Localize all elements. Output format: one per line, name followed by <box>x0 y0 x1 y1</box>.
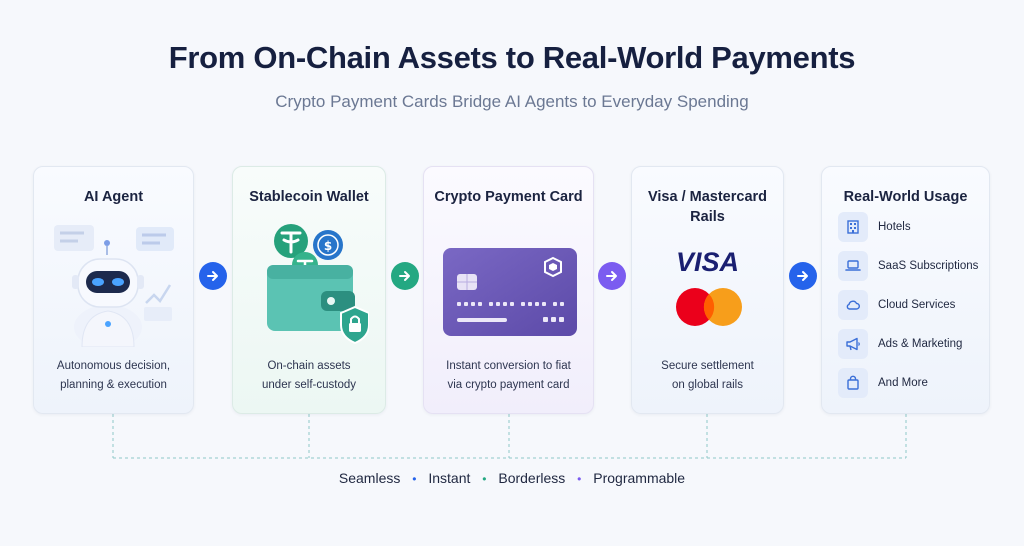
wallet-icon: $ <box>267 224 369 345</box>
cloud-icon <box>838 290 868 320</box>
svg-text:$: $ <box>324 239 332 253</box>
page-subtitle: Crypto Payment Cards Bridge AI Agents to… <box>275 92 749 111</box>
arrow-right-icon <box>789 262 817 290</box>
laptop-icon <box>838 251 868 281</box>
usage-item-saas: SaaS Subscriptions <box>838 251 978 281</box>
megaphone-icon <box>838 329 868 359</box>
usage-label: Hotels <box>878 221 911 233</box>
usage-item-hotels: Hotels <box>838 212 911 242</box>
step-title: AI Agent <box>83 189 144 205</box>
dot-separator-icon: • <box>412 472 417 486</box>
step-card-stablecoin-wallet: Stablecoin Wallet $ On-chain assets unde… <box>232 166 386 414</box>
step-card-ai-agent: AI Agent Autonomous decision, planning &… <box>33 166 194 414</box>
tagline-item: Instant <box>428 470 471 486</box>
robot-icon <box>54 225 174 347</box>
step-description: Autonomous decision, planning & executio… <box>56 360 171 391</box>
usage-label: Cloud Services <box>878 299 956 311</box>
tagline-item: Seamless <box>338 470 401 486</box>
payment-card-icon <box>443 248 577 336</box>
footer-tagline: Seamless • Instant • Borderless • Progra… <box>0 470 1024 486</box>
usage-item-cloud: Cloud Services <box>838 290 955 320</box>
dot-separator-icon: • <box>577 472 582 486</box>
tagline-item: Borderless <box>498 470 566 486</box>
step-card-card-rails: Visa / Mastercard Rails VISA Secure sett… <box>631 166 784 414</box>
step-description: On-chain assets under self-custody <box>262 360 356 391</box>
usage-label: And More <box>878 377 928 389</box>
step-title: Visa / Mastercard Rails <box>647 189 768 225</box>
step-card-crypto-payment-card: Crypto Payment Card Instant conversion t… <box>423 166 594 414</box>
usage-label: Ads & Marketing <box>878 338 963 350</box>
step-title: Real-World Usage <box>843 189 968 205</box>
step-title: Crypto Payment Card <box>434 189 583 205</box>
visa-logo: VISA <box>675 247 740 277</box>
shopping-bag-icon <box>838 368 868 398</box>
usage-item-ads: Ads & Marketing <box>838 329 962 359</box>
tagline-item: Programmable <box>593 470 686 486</box>
arrow-right-icon <box>391 262 419 290</box>
page-title: From On-Chain Assets to Real-World Payme… <box>168 40 856 75</box>
arrow-right-icon <box>199 262 227 290</box>
arrow-right-icon <box>598 262 626 290</box>
step-title: Stablecoin Wallet <box>249 189 369 205</box>
step-description: Instant conversion to fiat via crypto pa… <box>446 360 571 391</box>
step-description: Secure settlement on global rails <box>661 360 754 391</box>
mastercard-logo <box>676 288 742 326</box>
usage-label: SaaS Subscriptions <box>878 260 979 272</box>
dot-separator-icon: • <box>482 472 487 486</box>
usage-item-more: And More <box>838 368 928 398</box>
building-icon <box>838 212 868 242</box>
step-card-real-world-usage: Real-World Usage Hotels SaaS Subscriptio… <box>821 166 990 414</box>
